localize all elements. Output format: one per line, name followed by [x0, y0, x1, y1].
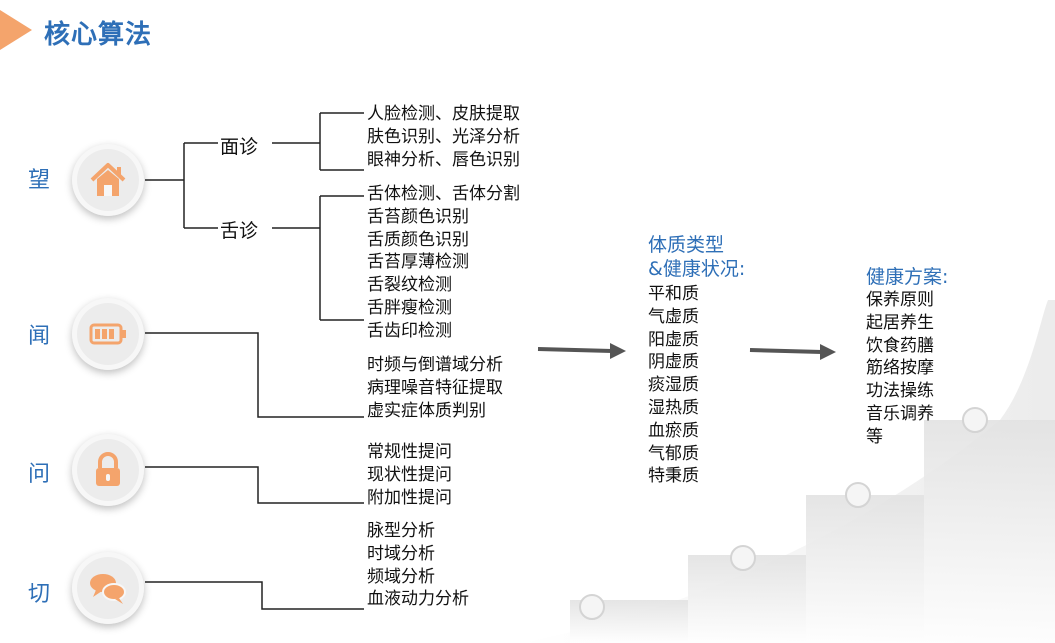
shezhen-items: 舌体检测、舌体分割 舌苔颜色识别 舌质颜色识别 舌苔厚薄检测 舌裂纹检测 舌胖瘦… — [367, 183, 520, 343]
list-item: 舌胖瘦检测 — [367, 297, 452, 318]
method-wang-label: 望 — [28, 168, 51, 193]
method-wen-ask-label: 问 — [28, 462, 51, 487]
list-item: 脉型分析 — [367, 521, 435, 541]
list-item: 频域分析 — [367, 566, 435, 587]
list-item: 舌齿印检测 — [367, 320, 452, 341]
plan-heading: 健康方案: — [866, 266, 949, 288]
list-item: 气虚质 — [648, 306, 699, 327]
battery-icon — [72, 298, 144, 370]
list-item: 保养原则 — [866, 290, 934, 310]
listen-items: 时频与倒谱域分析 病理噪音特征提取 虚实症体质判别 — [367, 354, 503, 422]
list-item: 起居养生 — [866, 312, 934, 333]
list-item: 肤色识别、光泽分析 — [367, 126, 520, 147]
list-item: 附加性提问 — [367, 487, 452, 508]
list-item: 阴虚质 — [648, 352, 699, 373]
mianzhen-label: 面诊 — [220, 136, 259, 158]
list-item: 音乐调养 — [866, 403, 934, 424]
list-item: 阳虚质 — [648, 329, 699, 350]
method-wen-listen-label: 闻 — [28, 324, 51, 349]
chat-bubbles-icon — [72, 552, 144, 624]
list-item: 舌苔颜色识别 — [367, 206, 469, 227]
list-item: 人脸检测、皮肤提取 — [367, 104, 520, 124]
list-item: 舌苔厚薄检测 — [367, 252, 469, 273]
list-item: 功法操练 — [866, 381, 934, 402]
pulse-items: 脉型分析 时域分析 频域分析 血液动力分析 — [367, 520, 469, 611]
list-item: 特秉质 — [648, 466, 699, 487]
list-item: 常规性提问 — [367, 442, 452, 462]
list-item: 现状性提问 — [367, 464, 452, 485]
list-item: 平和质 — [648, 284, 699, 304]
list-item: 舌裂纹检测 — [367, 275, 452, 296]
plan-list: 保养原则 起居养生 饮食药膳 筋络按摩 功法操练 音乐调养 等 — [866, 289, 934, 449]
constitution-list: 平和质 气虚质 阳虚质 阴虚质 痰湿质 湿热质 血瘀质 气郁质 特秉质 — [648, 283, 699, 488]
step-dot — [579, 407, 988, 620]
page-title: 核心算法 — [44, 20, 153, 50]
list-item: 血瘀质 — [648, 420, 699, 441]
list-item: 等 — [866, 426, 883, 447]
list-item: 痰湿质 — [648, 375, 699, 396]
method-qie-label: 切 — [28, 582, 51, 607]
list-item: 时频与倒谱域分析 — [367, 355, 503, 375]
shezhen-label: 舌诊 — [220, 220, 259, 242]
list-item: 饮食药膳 — [866, 335, 934, 356]
lock-icon — [72, 434, 144, 506]
constitution-heading: 体质类型 &健康状况: — [648, 234, 746, 280]
list-item: 虚实症体质判别 — [367, 400, 486, 421]
list-item: 病理噪音特征提取 — [367, 377, 503, 398]
ask-items: 常规性提问 现状性提问 附加性提问 — [367, 441, 452, 509]
mianzhen-items: 人脸检测、皮肤提取 肤色识别、光泽分析 眼神分析、唇色识别 — [367, 103, 520, 171]
list-item: 眼神分析、唇色识别 — [367, 149, 520, 170]
list-item: 湿热质 — [648, 397, 699, 418]
list-item: 舌质颜色识别 — [367, 229, 469, 250]
list-item: 气郁质 — [648, 443, 699, 464]
list-item: 舌体检测、舌体分割 — [367, 184, 520, 204]
list-item: 筋络按摩 — [866, 358, 934, 379]
home-icon — [72, 144, 144, 216]
title-marker — [0, 10, 32, 50]
list-item: 血液动力分析 — [367, 589, 469, 610]
arrow-to-constitution — [537, 343, 626, 359]
list-item: 时域分析 — [367, 543, 435, 564]
arrow-to-plan — [749, 344, 836, 360]
